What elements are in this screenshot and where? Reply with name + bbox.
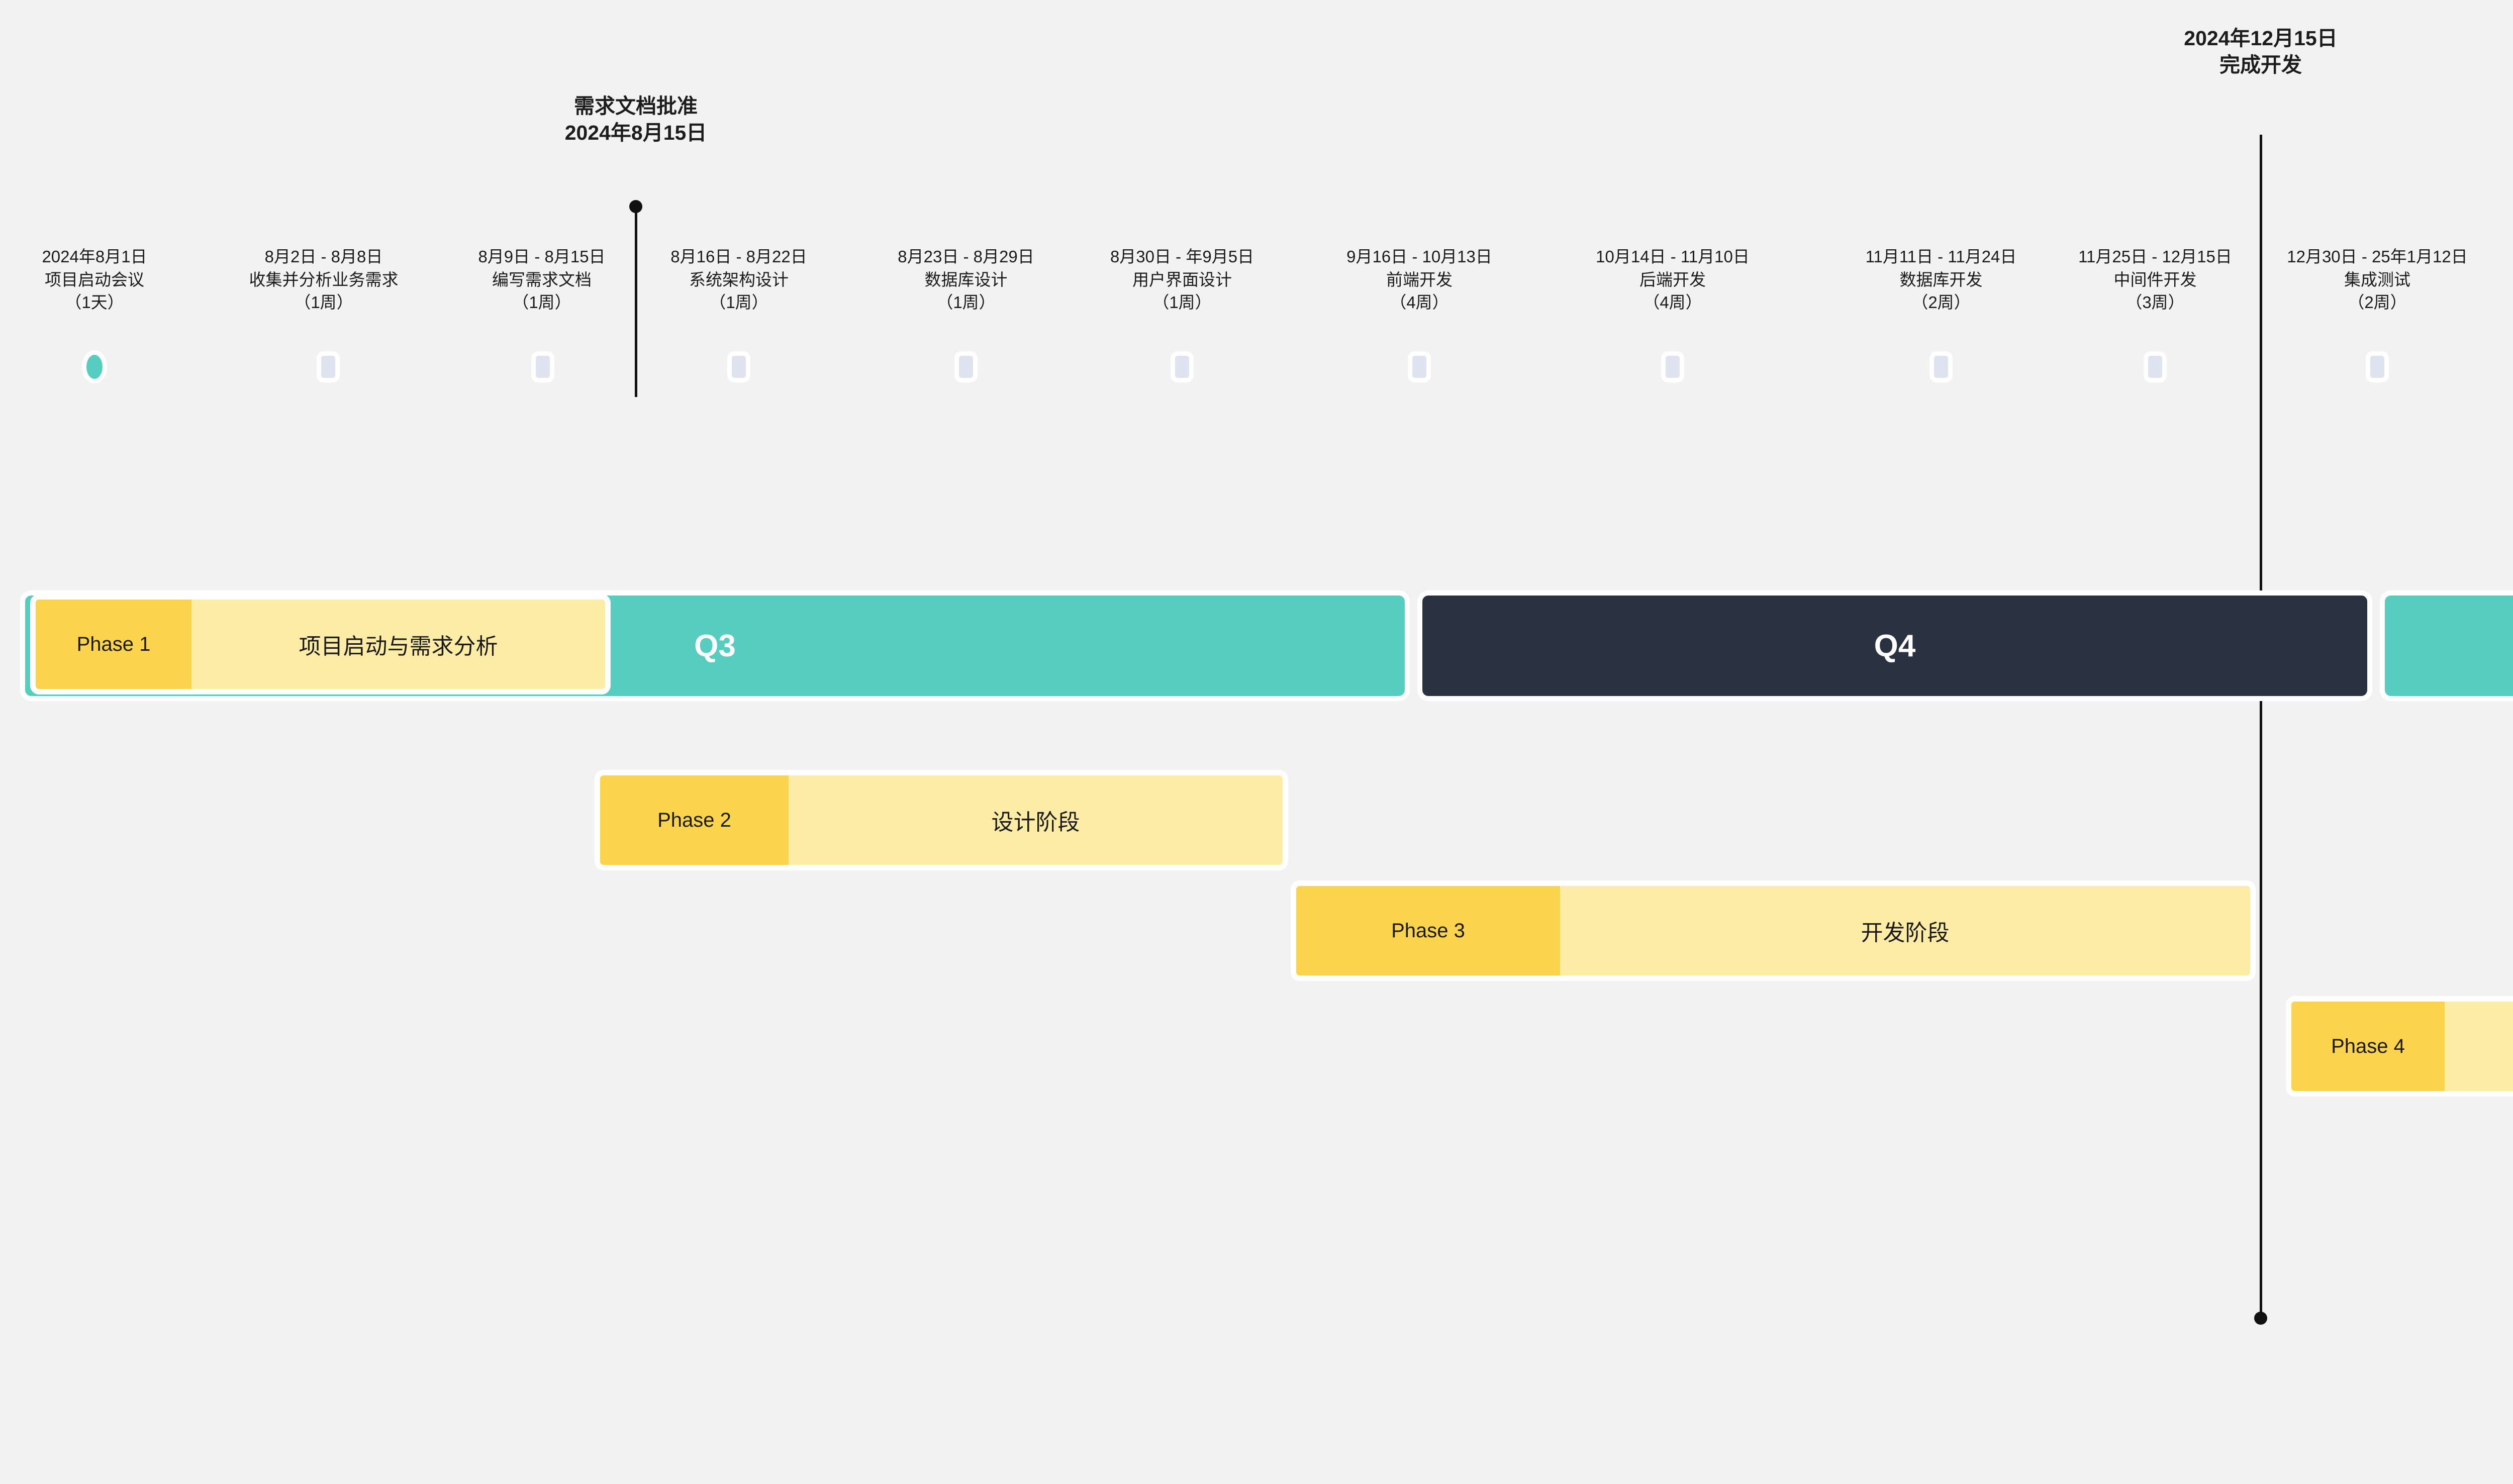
task-column[interactable]: 8月9日 - 8月15日 编写需求文档 （1周）: [478, 245, 605, 314]
task-name: 后端开发: [1639, 270, 1706, 289]
task-name: 收集并分析业务需求: [249, 270, 399, 289]
quarter-label: Q3: [694, 628, 736, 663]
task-range: 8月2日 - 8月8日: [264, 247, 383, 266]
task-name: 编写需求文档: [492, 270, 592, 289]
phase-bar-2[interactable]: Phase 2 设计阶段: [595, 770, 1288, 870]
phase-key: Phase 4: [2291, 1002, 2445, 1091]
task-range: 11月11日 - 11月24日: [1865, 247, 2017, 266]
task-marker[interactable]: [1408, 351, 1431, 382]
milestone-stem-0: [635, 201, 637, 397]
milestone-label-1: 2024年12月15日 完成开发: [2184, 25, 2337, 79]
task-range: 8月23日 - 8月29日: [898, 247, 1034, 266]
phase-bar-1[interactable]: Phase 1 项目启动与需求分析: [30, 594, 611, 695]
task-name: 集成测试: [2344, 270, 2410, 289]
phase-bar-3[interactable]: Phase 3 开发阶段: [1291, 880, 2256, 981]
milestone-dot-0: [629, 200, 642, 213]
task-duration: （1周）: [936, 293, 996, 312]
quarter-label: Q4: [1874, 628, 1916, 663]
task-duration: （1周）: [1152, 293, 1212, 312]
task-marker[interactable]: [954, 351, 978, 382]
task-range: 11月25日 - 12月15日: [2078, 247, 2232, 266]
task-column[interactable]: 10月14日 - 11月10日 后端开发 （4周）: [1596, 245, 1750, 314]
task-marker[interactable]: [1661, 351, 1684, 382]
task-column[interactable]: 8月23日 - 8月29日 数据库设计 （1周）: [898, 245, 1034, 314]
phase-title: 开发阶段: [1560, 886, 2250, 975]
task-column[interactable]: 8月30日 - 年9月5日 用户界面设计 （1周）: [1110, 245, 1254, 314]
task-name: 前端开发: [1386, 270, 1453, 289]
task-range: 8月16日 - 8月22日: [670, 247, 807, 266]
milestone-date: 2024年8月15日: [564, 121, 707, 145]
task-duration: （1周）: [294, 293, 353, 312]
task-range: 8月30日 - 年9月5日: [1110, 247, 1254, 266]
task-duration: （2周）: [1911, 293, 1971, 312]
task-duration: （1周）: [709, 293, 768, 312]
task-duration: （2周）: [2348, 293, 2407, 312]
task-marker[interactable]: [317, 351, 340, 382]
task-duration: （3周）: [2125, 293, 2185, 312]
milestone-label-0: 需求文档批准 2024年8月15日: [565, 93, 707, 147]
phase-key: Phase 1: [36, 600, 191, 689]
task-duration: （1天）: [65, 293, 124, 312]
task-duration: （4周）: [1390, 293, 1449, 312]
task-marker[interactable]: [2144, 351, 2167, 382]
phase-key: Phase 3: [1296, 886, 1560, 975]
task-name: 数据库设计: [924, 270, 1008, 289]
phase-title: 测试阶段: [2445, 1002, 2513, 1091]
task-range: 12月30日 - 25年1月12日: [2287, 247, 2468, 266]
phase-title: 设计阶段: [789, 775, 1283, 865]
task-column[interactable]: 11月25日 - 12月15日 中间件开发 （3周）: [2078, 245, 2232, 314]
task-column[interactable]: 9月16日 - 10月13日 前端开发 （4周）: [1346, 245, 1492, 314]
task-column[interactable]: 8月16日 - 8月22日 系统架构设计 （1周）: [670, 245, 807, 314]
task-name: 中间件开发: [2113, 270, 2197, 289]
task-column[interactable]: 2024年8月1日 项目启动会议 （1天）: [42, 245, 147, 314]
quarter-bar-q4[interactable]: Q4: [1417, 590, 2372, 701]
quarter-bar-q1[interactable]: Q1: [2380, 590, 2513, 701]
milestone-name: 需求文档批准: [574, 94, 698, 118]
phase-title: 项目启动与需求分析: [191, 600, 605, 689]
task-name: 项目启动会议: [45, 270, 144, 289]
task-range: 10月14日 - 11月10日: [1596, 247, 1750, 266]
task-range: 9月16日 - 10月13日: [1346, 247, 1492, 266]
task-name: 用户界面设计: [1132, 270, 1232, 289]
task-marker[interactable]: [1929, 351, 1953, 382]
task-marker[interactable]: [727, 351, 750, 382]
task-marker[interactable]: [1171, 351, 1194, 382]
task-duration: （4周）: [1643, 293, 1702, 312]
milestone-stem-1: [2260, 135, 2262, 1318]
task-column[interactable]: 11月11日 - 11月24日 数据库开发 （2周）: [1866, 245, 2017, 314]
phase-key: Phase 2: [600, 775, 789, 865]
task-column[interactable]: 8月2日 - 8月8日 收集并分析业务需求 （1周）: [249, 245, 399, 314]
milestone-name: 完成开发: [2219, 53, 2302, 77]
task-marker-milestone[interactable]: [82, 350, 107, 383]
milestone-dot-1: [2254, 1312, 2267, 1325]
phase-bar-4[interactable]: Phase 4 测试阶段: [2286, 996, 2513, 1097]
task-name: 系统架构设计: [689, 270, 789, 289]
task-duration: （1周）: [512, 293, 571, 312]
task-marker[interactable]: [531, 351, 554, 382]
milestone-date: 2024年12月15日: [2184, 27, 2338, 50]
task-name: 数据库开发: [1899, 270, 1983, 289]
task-range: 8月9日 - 8月15日: [478, 247, 606, 266]
task-range: 2024年8月1日: [42, 247, 147, 266]
task-marker[interactable]: [2366, 351, 2389, 382]
task-column[interactable]: 12月30日 - 25年1月12日 集成测试 （2周）: [2287, 245, 2468, 314]
